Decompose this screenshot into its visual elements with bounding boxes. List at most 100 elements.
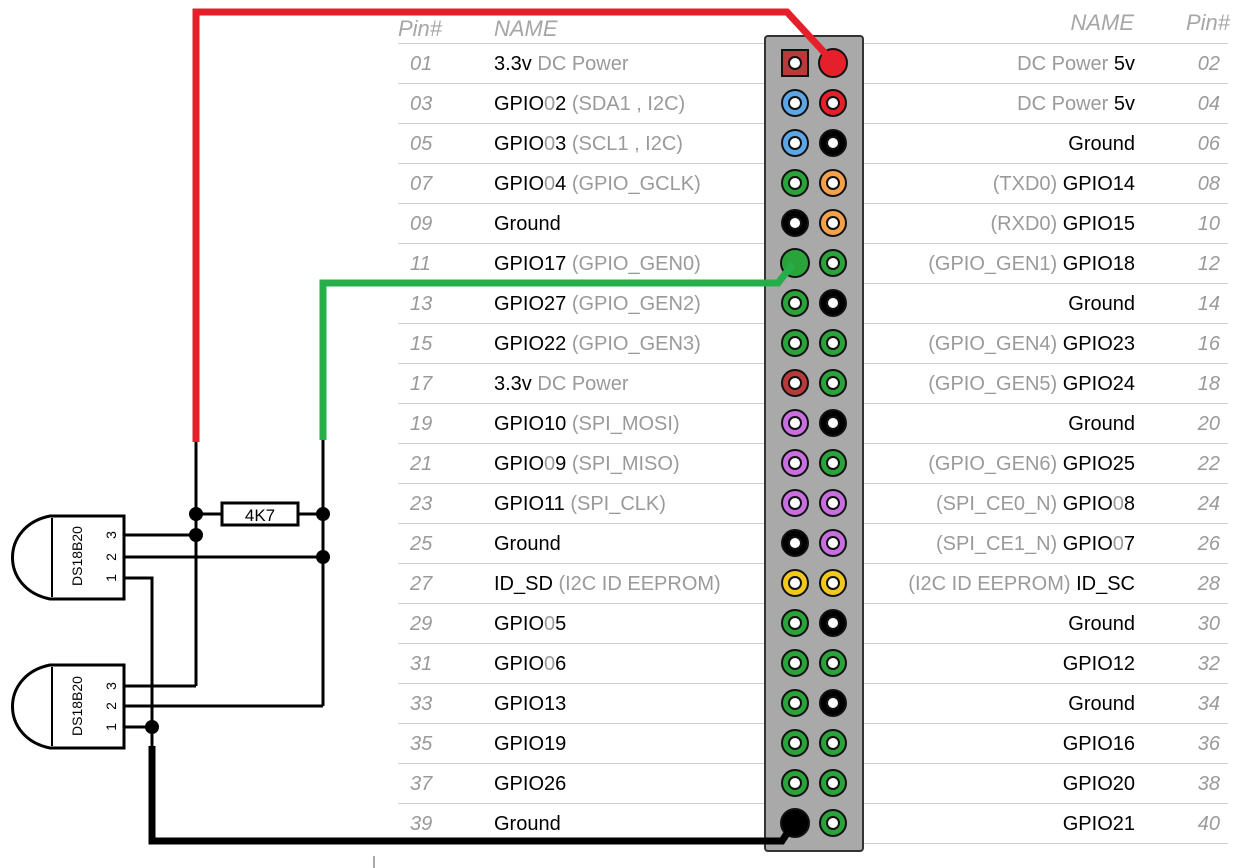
pin-name-right: GPIO16	[1063, 733, 1135, 755]
pin-name-part: 3.3v	[494, 53, 532, 75]
pin-hole	[788, 56, 802, 70]
pin-name-part: GPIO20	[1063, 773, 1135, 795]
pin-hole	[788, 776, 802, 790]
pin-number-left: 37	[410, 773, 433, 795]
pin-number-right: 22	[1197, 453, 1220, 475]
pin-number-left: 17	[410, 373, 433, 395]
pin-name-right: (GPIO_GEN1) GPIO18	[928, 253, 1135, 275]
pin-name-part: GPIO17	[494, 253, 566, 275]
pin-name-part: Ground	[1068, 133, 1135, 155]
pin-name-part: 0	[544, 133, 555, 155]
header-right-pin: Pin#	[1186, 10, 1231, 35]
pin-hole	[826, 536, 840, 550]
junction-dot	[316, 550, 330, 564]
pin-name-part: GPIO24	[1063, 373, 1135, 395]
pin-number-left: 15	[410, 333, 433, 355]
pin-name-right: DC Power 5v	[1017, 53, 1135, 75]
pin-name-part: (GPIO_GEN1)	[928, 253, 1062, 275]
pin-name-part: GPIO19	[494, 733, 566, 755]
junction-dot	[189, 528, 203, 542]
pin-hole	[826, 376, 840, 390]
pin-name-left: GPIO17 (GPIO_GEN0)	[494, 253, 701, 275]
pin-name-part: GPIO27	[494, 293, 566, 315]
resistor	[220, 501, 300, 527]
pin-hole	[826, 416, 840, 430]
pin-name-part: GPIO25	[1063, 453, 1135, 475]
pin-number-left: 09	[410, 213, 432, 235]
pin-name-part: (TXD0)	[993, 173, 1063, 195]
pin-hole	[788, 336, 802, 350]
pin-name-part: (SPI_MISO)	[566, 453, 679, 475]
pin-name-part: 5	[555, 613, 566, 635]
pin-name-part: 0	[544, 173, 555, 195]
pin-name-part: 0	[544, 653, 555, 675]
pin-name-part: DC Power	[532, 53, 629, 75]
pin-name-left: GPIO09 (SPI_MISO)	[494, 453, 680, 475]
pin-name-part: Ground	[1068, 693, 1135, 715]
pin-number-left: 27	[409, 573, 433, 595]
pin-name-part: GPIO14	[1063, 173, 1135, 195]
sensor-label: DS18B20	[69, 676, 85, 736]
pin-name-right: (TXD0) GPIO14	[993, 173, 1135, 195]
pin-name-part: (GPIO_GEN4)	[928, 333, 1062, 355]
pin-name-part: GPIO22	[494, 333, 566, 355]
pin-name-part: 0	[544, 613, 555, 635]
pin-name-part: GPIO	[494, 653, 544, 675]
pin-name-part: (SPI_MOSI)	[566, 413, 679, 435]
pin-name-part: 4	[555, 173, 566, 195]
pin-name-part: 2	[555, 93, 566, 115]
pin-hole	[788, 296, 802, 310]
pin-hole	[788, 616, 802, 630]
pin-number-right: 24	[1197, 493, 1220, 515]
pin-number-left: 05	[410, 133, 433, 155]
pin-name-part: 9	[555, 453, 566, 475]
sensor-pin-3: 3	[103, 531, 119, 539]
pin-name-part: Ground	[494, 813, 561, 835]
pin-hole	[788, 696, 802, 710]
pin-number-right: 36	[1198, 733, 1221, 755]
pin-number-left: 39	[410, 813, 432, 835]
sensor-pin-2: 2	[103, 553, 119, 561]
sensor-ds18b20-1: DS18B20 3 2 1	[11, 514, 126, 601]
pin-name-right: (I2C ID EEPROM) ID_SC	[908, 573, 1135, 595]
pin-number-left: 03	[410, 93, 432, 115]
wire-gpio17-green	[319, 261, 796, 440]
pin-number-right: 26	[1197, 533, 1221, 555]
pin-number-left: 25	[409, 533, 433, 555]
pin-name-part: GPIO	[494, 133, 544, 155]
pin-name-part: 0	[1113, 533, 1124, 555]
sensor-label: DS18B20	[69, 526, 85, 586]
pin-name-part: Ground	[1068, 613, 1135, 635]
pin-name-part: GPIO13	[494, 693, 566, 715]
pin-name-right: (GPIO_GEN5) GPIO24	[928, 373, 1135, 395]
pin-name-part: (SPI_CLK)	[565, 493, 666, 515]
pin-name-part: GPIO16	[1063, 733, 1135, 755]
pin-hole	[788, 536, 802, 550]
pin-hole	[826, 696, 840, 710]
pin-name-part: GPIO	[1063, 493, 1113, 515]
pin-hole	[826, 576, 840, 590]
pin-name-part: 6	[555, 653, 566, 675]
pin-name-part: GPIO18	[1063, 253, 1135, 275]
pin-name-part: ID_SD	[494, 573, 553, 595]
pin-name-part: 0	[1113, 493, 1124, 515]
sensor-pin-2: 2	[103, 702, 119, 710]
pin-hole	[826, 496, 840, 510]
pin-name-part: GPIO10	[494, 413, 566, 435]
pin-name-part: (GPIO_GEN2)	[566, 293, 700, 315]
pin-hole	[788, 416, 802, 430]
pin-name-part: GPIO	[1063, 533, 1113, 555]
pin-name-part: (I2C ID EEPROM)	[553, 573, 721, 595]
pin-name-part: 0	[544, 453, 555, 475]
sensor-pin-1: 1	[103, 574, 119, 582]
pin-name-part: 5v	[1114, 53, 1135, 75]
pin-number-left: 07	[410, 173, 433, 195]
pin-name-part: (SPI_CE1_N)	[936, 533, 1063, 555]
pin-number-left: 35	[410, 733, 433, 755]
pin-name-part: Ground	[1068, 293, 1135, 315]
pin-name-part: DC Power	[1017, 53, 1114, 75]
pin-number-right: 28	[1197, 573, 1220, 595]
pin-name-part: GPIO	[494, 173, 544, 195]
pin-hole	[826, 296, 840, 310]
wire-ground-black	[148, 746, 796, 845]
